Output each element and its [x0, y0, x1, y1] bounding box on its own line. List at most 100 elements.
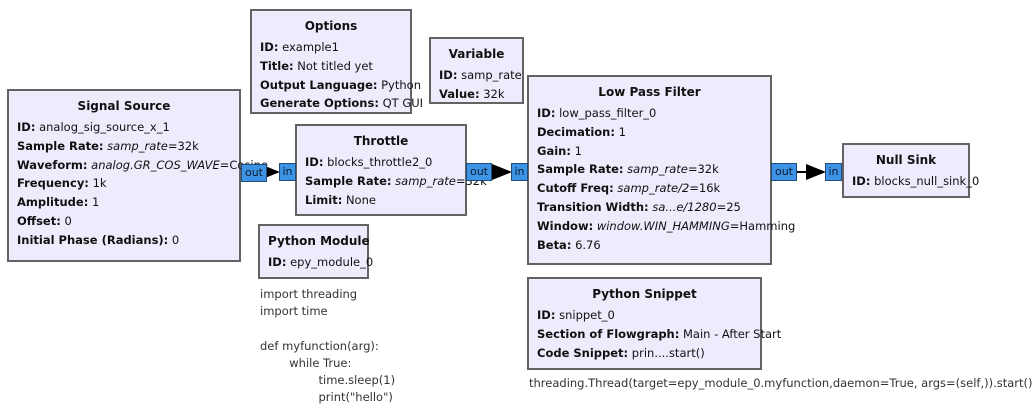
param-row: Sample Rate: samp_rate=32k	[305, 172, 487, 191]
param-value: 1	[88, 195, 100, 210]
param-expression: samp_rate	[103, 138, 168, 153]
block-title: Null Sink	[875, 153, 937, 167]
param-key: Window:	[537, 218, 594, 233]
param-row: Initial Phase (Radians): 0	[17, 231, 231, 250]
block-title: Throttle	[353, 134, 409, 148]
null-sink-in-port[interactable]: in	[825, 163, 842, 181]
param-key: Initial Phase (Radians):	[17, 232, 169, 247]
param-row: Offset: 0	[17, 212, 231, 231]
param-row: ID: example1	[260, 38, 402, 57]
param-key: Value:	[439, 86, 480, 101]
param-expression: window.WIN_HAMMING	[593, 218, 730, 233]
param-row: Output Language: Python	[260, 76, 421, 95]
param-value: 1k	[88, 176, 107, 191]
signal-source-out-port[interactable]: out	[241, 164, 267, 182]
param-value: None	[342, 192, 376, 207]
param-row: Limit: None	[305, 191, 457, 210]
block-title: Low Pass Filter	[598, 85, 701, 99]
param-row: Value: 32k	[439, 85, 514, 104]
param-value: snippet_0	[555, 308, 615, 322]
param-row: ID: snippet_0	[537, 306, 752, 325]
param-row: Waveform: analog.GR_COS_WAVE=Cosine	[17, 156, 268, 175]
param-value: =16k	[689, 181, 721, 196]
param-row: Gain: 1	[537, 142, 762, 161]
block-title: Options	[304, 19, 358, 33]
param-row: Generate Options: QT GUI	[260, 94, 423, 113]
param-row: Sample Rate: samp_rate=32k	[17, 137, 231, 156]
param-value: QT GUI	[378, 96, 424, 111]
param-key: Offset:	[17, 213, 61, 228]
param-row: ID: samp_rate	[439, 66, 522, 85]
param-value: 6.76	[571, 237, 601, 252]
param-key: Gain:	[537, 143, 571, 158]
param-key: Waveform:	[17, 157, 88, 172]
param-key: ID:	[537, 308, 556, 322]
param-value: blocks_throttle2_0	[323, 155, 433, 169]
param-row: ID: blocks_throttle2_0	[305, 153, 457, 172]
param-key: Output Language:	[260, 77, 378, 92]
filter-in-port[interactable]: in	[511, 163, 528, 181]
python-snippet-code: threading.Thread(target=epy_module_0.myf…	[529, 376, 1032, 390]
param-key: Frequency:	[17, 176, 89, 191]
param-key: Decimation:	[537, 124, 615, 139]
param-key: Sample Rate:	[305, 173, 392, 188]
param-key: Transition Width:	[537, 199, 649, 214]
param-row: ID: epy_module_0	[268, 253, 373, 272]
param-key: ID:	[17, 120, 36, 134]
param-value: samp_rate	[457, 68, 522, 82]
throttle-in-port[interactable]: in	[279, 163, 296, 181]
param-expression: samp_rate/2	[613, 181, 690, 196]
param-value: blocks_null_sink_0	[870, 174, 980, 188]
param-row: Section of Flowgraph: Main - After Start	[537, 325, 781, 344]
param-row: Amplitude: 1	[17, 193, 231, 212]
param-value: =32k	[687, 162, 719, 177]
connection-wires	[260, 164, 826, 180]
param-row: ID: analog_sig_source_x_1	[17, 118, 231, 137]
param-row: Frequency: 1k	[17, 174, 231, 193]
python-module-code: import threading import time def myfunct…	[260, 287, 396, 405]
block-title: Python Module	[268, 234, 370, 248]
param-value: =Hamming	[729, 218, 796, 233]
param-row: Title: Not titled yet	[260, 57, 402, 76]
param-key: Generate Options:	[260, 96, 379, 111]
param-key: Sample Rate:	[537, 162, 624, 177]
param-key: ID:	[439, 68, 458, 82]
param-row: Sample Rate: samp_rate=32k	[537, 160, 762, 179]
param-value: 32k	[479, 86, 505, 101]
block-title: Python Snippet	[592, 287, 697, 301]
block-title: Variable	[448, 47, 505, 61]
param-row: Window: window.WIN_HAMMING=Hamming	[537, 217, 795, 236]
param-value: low_pass_filter_0	[555, 106, 657, 120]
block-title: Signal Source	[77, 99, 171, 113]
param-value: Python	[377, 77, 421, 92]
throttle-out-port[interactable]: out	[466, 163, 492, 181]
param-key: Limit:	[305, 192, 343, 207]
param-expression: analog.GR_COS_WAVE	[87, 157, 220, 172]
param-value: Main - After Start	[679, 326, 782, 341]
param-value: prin....start()	[628, 345, 705, 360]
param-row: ID: low_pass_filter_0	[537, 104, 762, 123]
param-key: Amplitude:	[17, 195, 89, 210]
param-key: Beta:	[537, 237, 572, 252]
param-expression: samp_rate	[391, 173, 456, 188]
param-value: 0	[60, 213, 72, 228]
param-key: Section of Flowgraph:	[537, 326, 680, 341]
param-value: =32k	[167, 138, 199, 153]
param-value: example1	[278, 40, 339, 54]
param-key: ID:	[260, 40, 279, 54]
param-value: 0	[168, 232, 180, 247]
param-value: 1	[614, 124, 626, 139]
param-key: Sample Rate:	[17, 138, 104, 153]
param-value: 1	[570, 143, 582, 158]
param-row: Decimation: 1	[537, 123, 762, 142]
filter-out-port[interactable]: out	[771, 163, 797, 181]
param-row: Code Snippet: prin....start()	[537, 344, 752, 363]
